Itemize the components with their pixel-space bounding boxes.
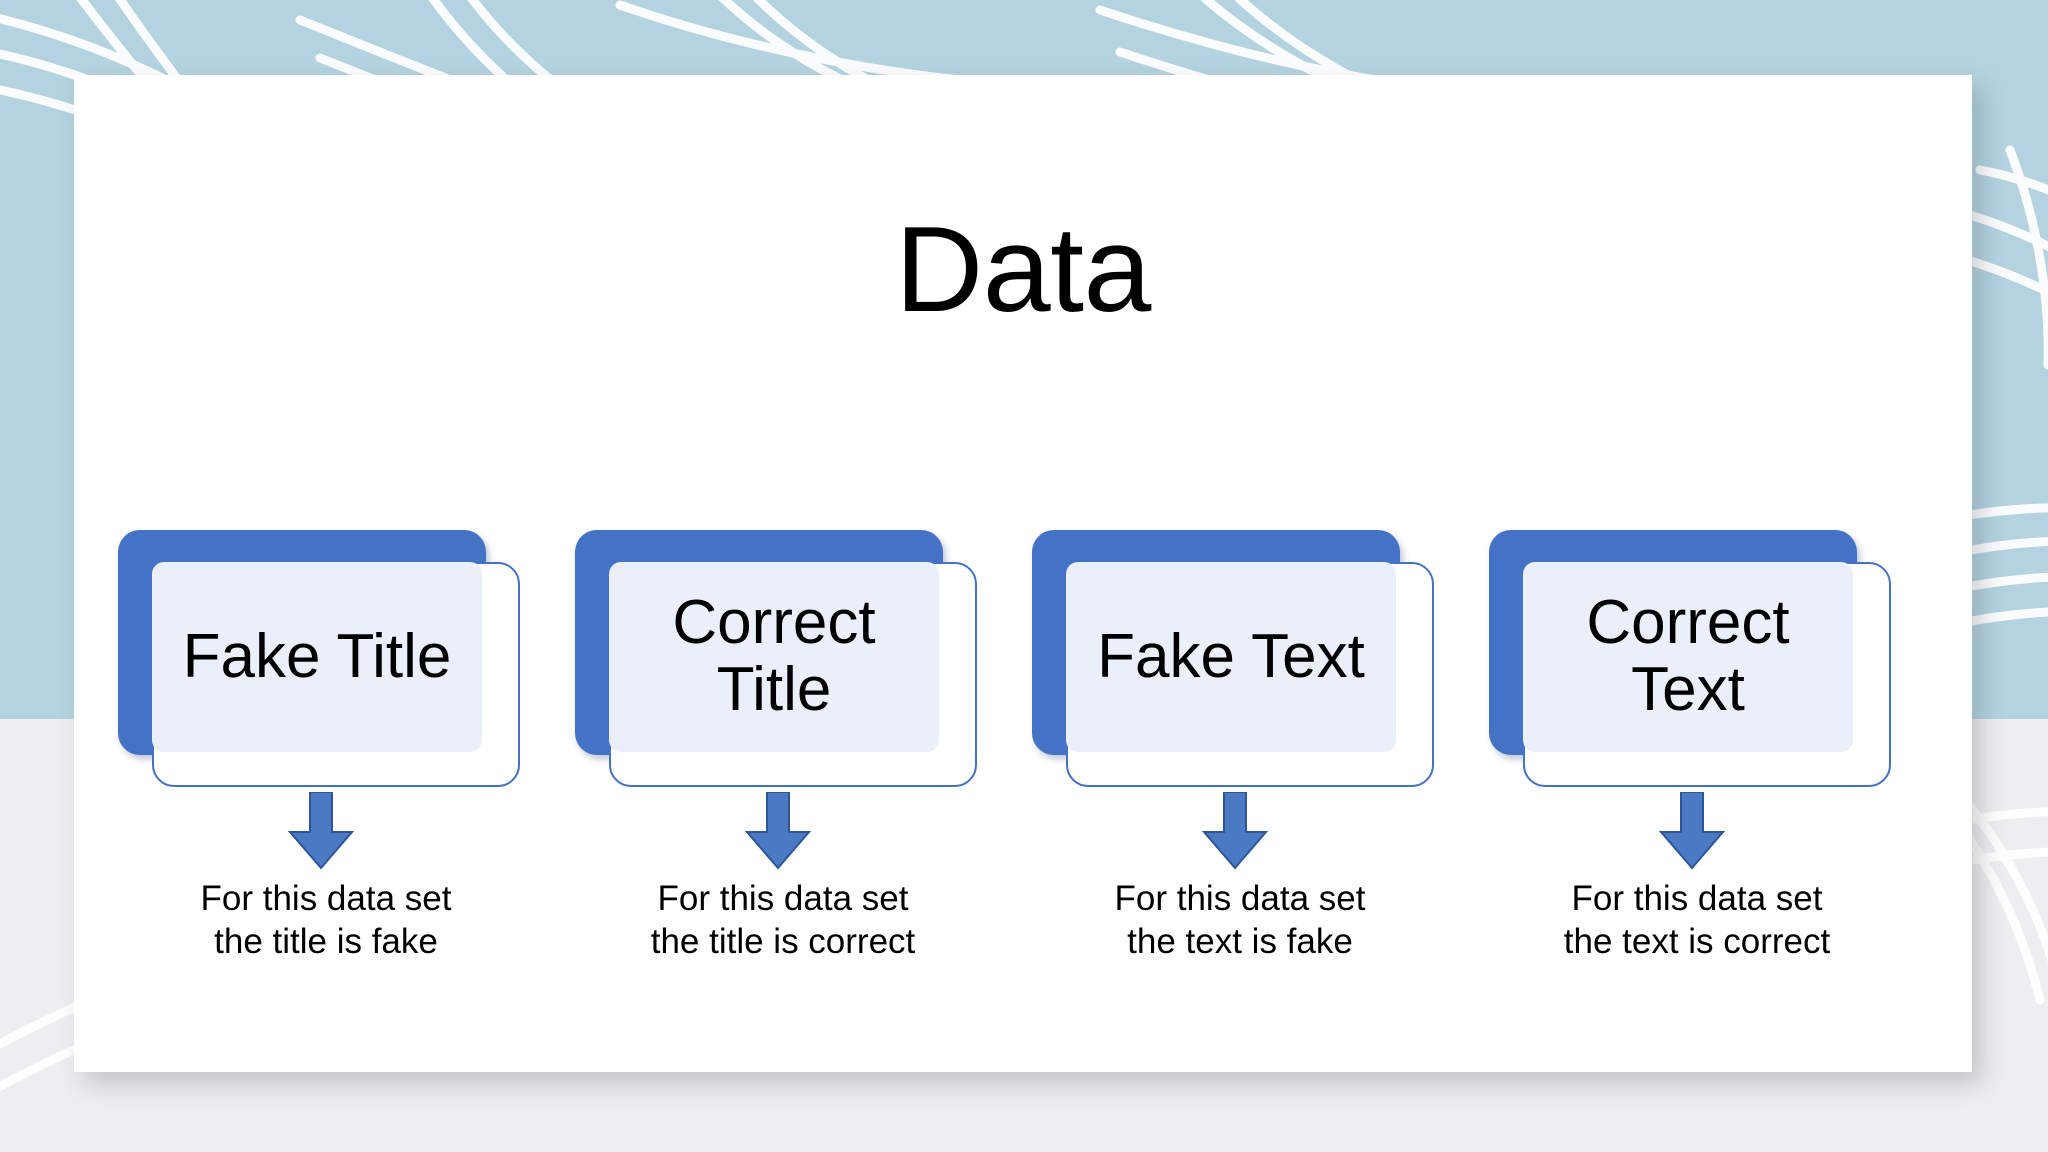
down-arrow-icon-0	[287, 792, 355, 870]
card-group-1[interactable]: Correct Title For this data set the titl…	[561, 530, 1005, 1010]
card-label-2: Fake Text	[1097, 621, 1365, 691]
card-row: Fake Title For this data set the title i…	[74, 530, 1972, 1010]
card-caption-2-line1: For this data set	[1114, 879, 1366, 918]
card-label-0: Fake Title	[182, 621, 452, 691]
down-arrow-icon-3	[1658, 792, 1726, 870]
card-group-2[interactable]: Fake Text For this data set the text is …	[1018, 530, 1462, 1010]
card-inner-1: Correct Title	[609, 562, 939, 752]
card-label-1: Correct Title	[672, 588, 876, 724]
card-inner-2: Fake Text	[1066, 562, 1396, 752]
down-arrow-icon-1	[744, 792, 812, 870]
card-caption-3-line2: the text is correct	[1563, 921, 1831, 961]
card-inner-3: Correct Text	[1523, 562, 1853, 752]
card-caption-0-line1: For this data set	[200, 879, 452, 918]
card-caption-1-line1: For this data set	[657, 879, 909, 918]
down-arrow-icon-2	[1201, 792, 1269, 870]
card-caption-2-line2: the text is fake	[1127, 921, 1353, 961]
page-title: Data	[895, 201, 1151, 337]
card-inner-0: Fake Title	[152, 562, 482, 752]
card-caption-1-line2: the title is correct	[650, 921, 916, 961]
card-label-3: Correct Text	[1586, 588, 1790, 724]
card-caption-3: For this data set the text is correct	[1475, 878, 1919, 963]
card-caption-1: For this data set the title is correct	[561, 878, 1005, 963]
card-caption-0: For this data set the title is fake	[104, 878, 548, 963]
card-caption-2: For this data set the text is fake	[1018, 878, 1462, 963]
card-caption-3-line1: For this data set	[1571, 879, 1823, 918]
slide-panel: Data Fake Title For this data set the ti…	[74, 75, 1972, 1072]
card-group-3[interactable]: Correct Text For this data set the text …	[1475, 530, 1919, 1010]
card-group-0[interactable]: Fake Title For this data set the title i…	[104, 530, 548, 1010]
card-caption-0-line2: the title is fake	[214, 921, 438, 961]
